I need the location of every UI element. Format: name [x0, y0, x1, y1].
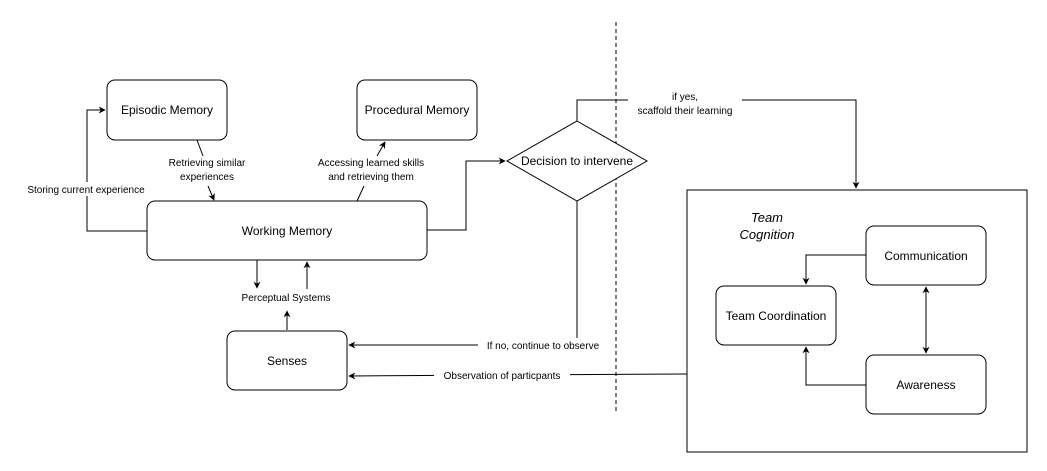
team-coordination-label: Team Coordination [726, 309, 827, 323]
decision-node[interactable]: Decision to intervene [505, 120, 649, 202]
label-accessing-line1: Accessing learned skills [318, 158, 424, 169]
working-memory-node[interactable]: Working Memory [146, 200, 428, 261]
label-accessing-line2: and retrieving them [328, 172, 414, 183]
label-retrieving-line2: experiences [180, 172, 234, 183]
edge-to-decision [427, 157, 506, 231]
edge-communication-to-coordination [802, 254, 866, 285]
edge-storing-experience [86, 106, 147, 232]
label-if-no: If no, continue to observe [487, 341, 600, 352]
edge-retrieving-experiences [196, 139, 214, 200]
label-if-yes-line2: scaffold their learning [638, 106, 733, 117]
procedural-memory-label: Procedural Memory [365, 103, 470, 117]
label-if-yes-line1: if yes, [672, 92, 698, 103]
team-cognition-title-line1: Team [751, 210, 783, 225]
procedural-memory-node[interactable]: Procedural Memory [356, 79, 478, 141]
decision-label: Decision to intervene [521, 154, 633, 168]
label-perceptual-systems-text: Perceptual Systems [242, 293, 331, 304]
label-observation: Observation of particpants [444, 371, 561, 382]
edge-accessing-skills [356, 142, 385, 202]
team-cognition-title-line2: Cognition [740, 227, 795, 242]
awareness-node[interactable]: Awareness [865, 354, 987, 415]
working-memory-label: Working Memory [242, 224, 332, 238]
label-storing-experience: Storing current experience [27, 185, 145, 196]
episodic-memory-label: Episodic Memory [121, 103, 213, 117]
edge-awareness-to-coordination [802, 346, 866, 386]
communication-node[interactable]: Communication [865, 225, 987, 286]
team-coordination-node[interactable]: Team Coordination [715, 285, 837, 346]
senses-label: Senses [267, 354, 307, 368]
awareness-label: Awareness [896, 378, 955, 392]
senses-node[interactable]: Senses [226, 330, 348, 391]
label-retrieving-line1: Retrieving similar [169, 158, 246, 169]
episodic-memory-node[interactable]: Episodic Memory [106, 79, 228, 141]
communication-label: Communication [884, 249, 967, 263]
